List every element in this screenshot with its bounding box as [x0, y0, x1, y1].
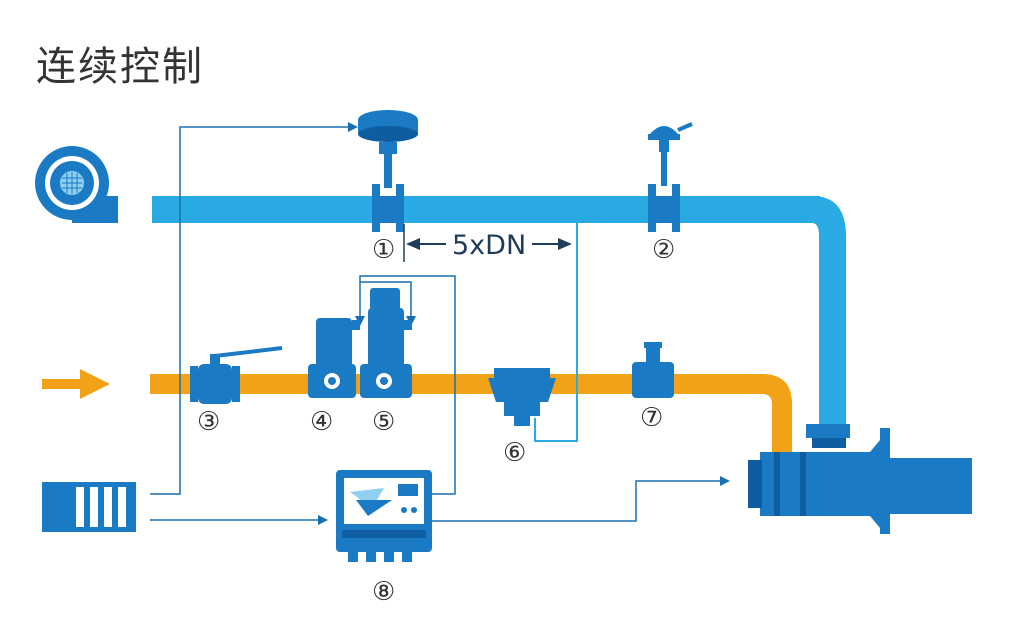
ball-valve-icon[interactable] [190, 346, 283, 404]
burner-controller-icon[interactable] [336, 470, 432, 562]
label-2: ② [652, 235, 675, 265]
label-8: ⑧ [372, 577, 395, 607]
burner-icon[interactable] [748, 424, 972, 534]
signal-lines [150, 122, 730, 525]
gas-pipe [150, 374, 792, 452]
label-1: ① [372, 235, 395, 265]
gas-flow-arrow-icon [42, 369, 110, 399]
actuated-butterfly-valve-icon[interactable] [358, 110, 418, 232]
solenoid-valve-icon[interactable] [360, 288, 412, 398]
air-pipe [152, 196, 846, 425]
manual-butterfly-valve-icon[interactable] [648, 122, 693, 232]
blower-fan-icon [35, 146, 118, 223]
impulse-line [534, 215, 578, 442]
label-3: ③ [197, 407, 220, 437]
solenoid-valve-icon[interactable] [308, 318, 360, 398]
label-5: ⑤ [372, 407, 395, 437]
page-title: 连续控制 [36, 44, 204, 90]
adjusting-valve-icon[interactable] [632, 342, 674, 398]
dimension-label: 5xDN [452, 230, 526, 261]
label-4: ④ [310, 407, 333, 437]
pressure-regulator-icon[interactable] [488, 368, 556, 426]
label-6: ⑥ [503, 438, 526, 468]
label-7: ⑦ [640, 403, 663, 433]
dimension-5xdn: 5xDN [403, 224, 572, 262]
control-cabinet-icon [42, 482, 136, 532]
